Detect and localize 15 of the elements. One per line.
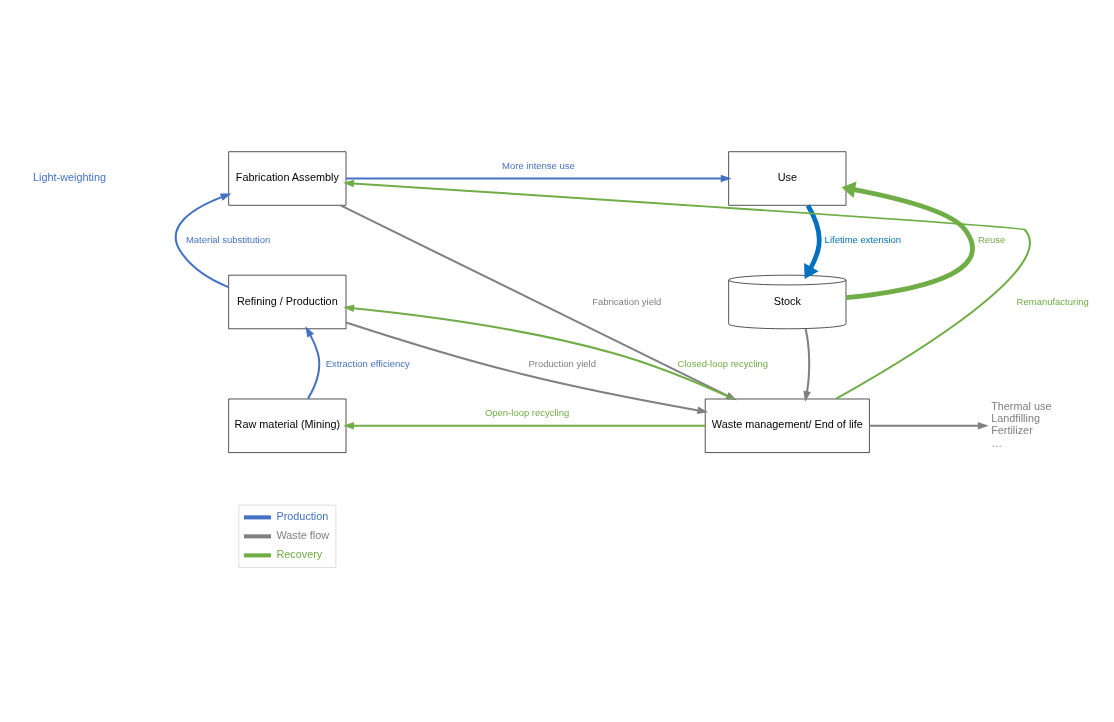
edge-label: Production yield [528, 357, 596, 369]
edge-label: Extraction efficiency [325, 357, 410, 369]
edge-label: Reuse [977, 234, 1006, 246]
legend-label: Recovery [276, 547, 323, 560]
label: Light-weighting [33, 171, 107, 184]
edge-label: Remanufacturing [1016, 295, 1089, 307]
legend-label: Waste flow [276, 528, 330, 541]
edge-label: More intense use [502, 159, 575, 171]
edge-label: Closed-loop recycling [677, 357, 769, 369]
edge-label: Fabrication yield [592, 295, 662, 307]
edge-label: Open-loop recycling [484, 407, 570, 419]
legend-label: Production [276, 509, 329, 522]
edge-label: Lifetime extension [824, 234, 902, 246]
node-text: Thermal use Landfilling Fertilizer … [991, 400, 1052, 449]
edge-label: Material substitution [185, 234, 271, 246]
